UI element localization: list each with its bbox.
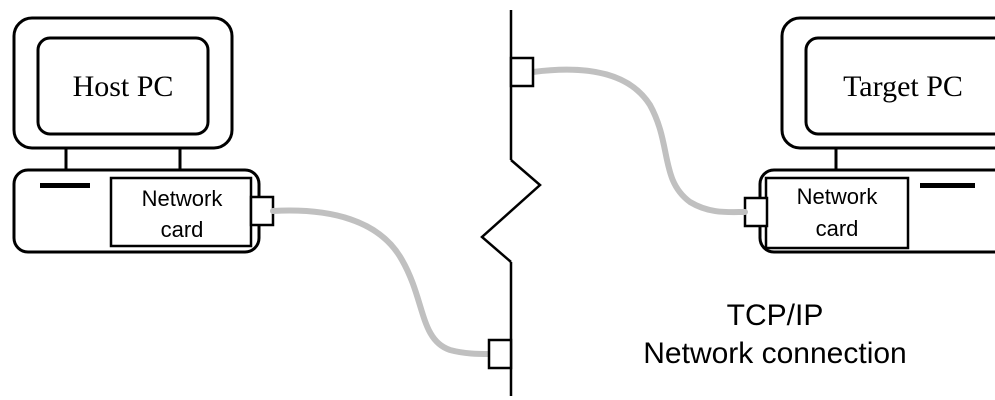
- host-pc: Host PC Network card: [12, 16, 275, 254]
- network-backbone: [480, 10, 542, 396]
- host-card-label-line2: card: [161, 217, 204, 242]
- target-card-label-line1: Network: [797, 184, 879, 209]
- target-monitor-neck: [834, 146, 995, 172]
- target-drive-slot: [920, 183, 975, 188]
- connection-label-line2: Network connection: [643, 337, 906, 370]
- host-cable: [270, 207, 493, 357]
- host-monitor-neck: [64, 146, 182, 172]
- target-screen-label: Target PC: [843, 70, 963, 103]
- network-break-symbol: [480, 159, 542, 263]
- target-cable: [530, 66, 748, 216]
- backbone-tap-lower: [487, 338, 513, 370]
- host-card-label-line1: Network: [142, 186, 224, 211]
- target-pc: Target PC Network card: [743, 16, 995, 254]
- connection-label-line1: TCP/IP: [727, 299, 824, 332]
- host-card-port: [249, 195, 275, 227]
- host-drive-slot: [40, 183, 90, 188]
- target-screen: [804, 36, 995, 136]
- host-screen-label: Host PC: [73, 70, 174, 103]
- backbone-tap-upper: [509, 56, 535, 88]
- host-screen: [36, 36, 210, 136]
- target-card-port: [743, 196, 769, 228]
- target-card-label-line2: card: [816, 216, 859, 241]
